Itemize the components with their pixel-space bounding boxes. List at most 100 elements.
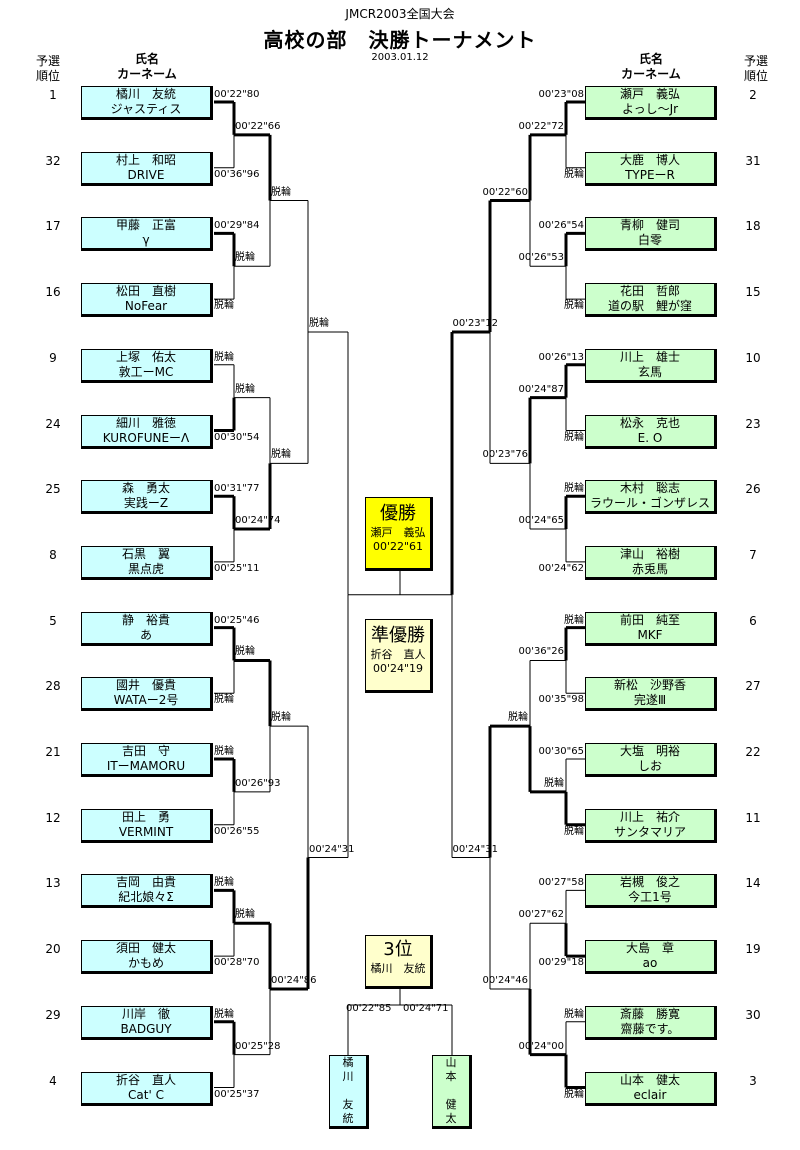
round-time: 00'24"46 [482, 974, 528, 986]
entry-name: 松田 直樹 [115, 284, 176, 299]
entry-box: 大塩 明裕しお [585, 743, 717, 777]
seed-number: 17 [45, 219, 61, 234]
champion-time: 00'22"61 [372, 540, 424, 553]
entry-box: 森 勇太実践ーZ [81, 480, 213, 515]
entry-box: 吉岡 由貴紀北娘々Σ [81, 874, 213, 909]
seed-number: 1 [49, 88, 57, 102]
entry-name: 斎藤 勝寛 [619, 1006, 680, 1021]
seed-number: 10 [745, 350, 761, 365]
seed-number: 23 [745, 416, 761, 431]
round-time: 00'22"72 [518, 120, 564, 132]
seed-number: 27 [745, 679, 761, 694]
entry-box: 新松 沙野香完遂Ⅲ [585, 677, 717, 712]
entry-time: 脱輪 [214, 300, 234, 312]
entry-box: 岩槻 俊之今工1号 [585, 874, 717, 909]
name-header-left: 氏名 カーネーム [117, 52, 177, 81]
round-time: 脱輪 [235, 909, 255, 921]
entry-car: eclair [633, 1087, 667, 1102]
entry-name: 津山 裕樹 [619, 546, 680, 561]
seed-number: 9 [49, 350, 57, 365]
entry-name: 山本 健太 [619, 1072, 680, 1087]
seed-header-right: 予選 順位 [743, 54, 768, 83]
seed-number: 29 [45, 1007, 61, 1022]
entry-car: ラウール・ゴンザレス [589, 496, 710, 511]
entry-time: 00'31"77 [214, 483, 260, 495]
entry-box: 須田 健太かもめ [81, 940, 213, 975]
seed-number: 28 [45, 679, 61, 694]
entry-time: 00'24"62 [538, 562, 584, 574]
entry-car: DRIVE [127, 167, 165, 182]
entry-name: 吉岡 由貴 [115, 875, 176, 890]
entry-car: 白零 [637, 233, 662, 248]
entry-name: 石黒 翼 [121, 546, 170, 561]
entry-name: 森 勇太 [121, 481, 170, 496]
round-time: 00'24"31 [309, 843, 355, 855]
round-time: 00'24"87 [518, 383, 564, 395]
event-date: 2003.01.12 [371, 52, 429, 63]
entry-car: 紀北娘々Σ [118, 890, 174, 905]
round-time: 脱輪 [235, 383, 255, 395]
entry-time: 00'35"98 [538, 694, 584, 706]
seed-number: 21 [45, 745, 61, 759]
seed-number: 19 [745, 942, 761, 957]
entry-box: 青柳 健司白零 [585, 217, 717, 252]
entry-time: 脱輪 [214, 694, 234, 706]
seed-number: 22 [745, 745, 761, 759]
entry-time: 脱輪 [564, 1088, 584, 1100]
round-time: 00'36"26 [518, 646, 564, 658]
seed-number: 4 [49, 1073, 57, 1088]
entry-car: かもめ [127, 956, 164, 971]
seed-number: 14 [745, 876, 761, 891]
entry-name: 花田 哲郎 [619, 284, 680, 299]
entry-name: 國井 優貴 [115, 678, 176, 693]
round-time: 脱輪 [235, 252, 255, 264]
entry-time: 00'25"37 [214, 1088, 260, 1100]
round-time: 00'27"62 [518, 909, 564, 921]
round-time: 00'22"66 [235, 120, 281, 132]
name-header-right: 氏名 カーネーム [621, 52, 681, 81]
entry-car: ao [642, 956, 658, 971]
entry-time: 脱輪 [564, 614, 584, 626]
entry-name: 岩槻 俊之 [619, 875, 680, 890]
entry-time: 00'25"46 [214, 614, 260, 626]
entry-time: 00'36"96 [214, 168, 260, 180]
seed-number: 11 [745, 810, 761, 825]
entry-name: 甲藤 正富 [115, 218, 176, 233]
round-time: 00'24"00 [518, 1040, 564, 1052]
entry-name: 須田 健太 [115, 941, 176, 956]
entry-box: 瀬戸 義弘よっし～Jr [585, 86, 717, 120]
round-time: 00'24"74 [235, 515, 281, 527]
seed-number: 15 [745, 285, 761, 300]
entry-car: 今工1号 [628, 890, 672, 905]
entry-box: 津山 裕樹赤兎馬 [585, 545, 717, 580]
entry-name: 静 裕貴 [121, 612, 170, 627]
runner-up-box: 準優勝 折谷 直人 00'24"19 [365, 619, 433, 693]
entry-car: よっし～Jr [621, 102, 679, 116]
entry-time: 00'30"54 [214, 431, 260, 443]
third-place-box: 3位 橘川 友統 [365, 935, 433, 989]
round-time: 脱輪 [271, 186, 291, 198]
round-time: 00'26"53 [518, 252, 564, 264]
entry-box: 上塚 佑太敦工ーMC [81, 348, 213, 383]
entry-car: γ [142, 233, 150, 248]
entry-car: Cat' C [128, 1087, 164, 1102]
entry-name: 松永 克也 [619, 415, 680, 430]
page-title: 高校の部 決勝トーナメント [263, 28, 537, 52]
entry-time: 00'22"80 [214, 89, 260, 100]
round-time: 00'22"60 [482, 186, 528, 198]
entry-name: 青柳 健司 [619, 218, 680, 233]
entry-name: 大塩 明裕 [619, 744, 680, 758]
entry-name: 川岸 徹 [121, 1006, 170, 1021]
entry-time: 00'26"55 [214, 825, 260, 837]
seed-number: 31 [745, 153, 761, 168]
entry-box: 川上 雄士玄馬 [585, 348, 717, 383]
entry-box: 木村 聡志ラウール・ゴンザレス [585, 480, 717, 515]
seed-number: 30 [745, 1007, 761, 1022]
third-left-player: 橘 川 友 統 [329, 1055, 369, 1129]
runner-up-title: 準優勝 [371, 625, 425, 646]
entry-time: 00'25"11 [214, 562, 260, 574]
